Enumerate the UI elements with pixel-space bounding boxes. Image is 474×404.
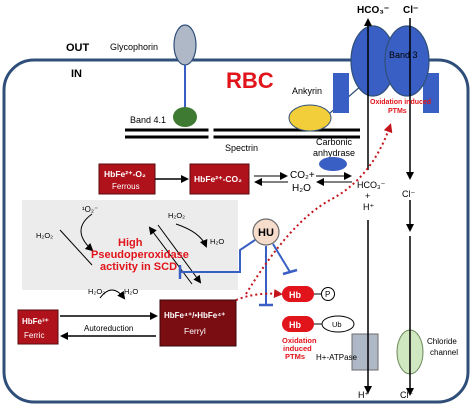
high-line-2: Pseudoperoxidase [91, 249, 189, 261]
ankyrin-protein [288, 104, 332, 132]
h2o2-d-label: H₂O₂ [88, 287, 105, 296]
ferryl-box [159, 299, 237, 347]
co2-label: CO₂+ [290, 170, 315, 181]
carbonic-label-1: Carbonic [316, 137, 353, 147]
ox-ptm-bot-3: PTMs [285, 352, 305, 361]
rbc-title: RBC [226, 68, 274, 93]
hco3-top-label: HCO₃⁻ [357, 5, 389, 16]
ox-ptm-bot-2: induced [283, 344, 312, 353]
h-atpase-label: H+-ATPase [316, 353, 358, 362]
cell-membrane [2, 58, 470, 404]
ferryl-name: Ferryl [184, 326, 206, 336]
ferric-name: Ferric [24, 331, 44, 340]
ox-ptm-top-2: PTMs [388, 108, 407, 115]
carbonic-anhydrase [319, 157, 347, 171]
high-line-1: High [118, 237, 143, 249]
cl-bot-label: Cl⁻ [400, 390, 413, 400]
h2o-label: H₂O [292, 183, 311, 194]
hco3-mid-label: HCO₃⁻ [357, 180, 386, 190]
hb-p-pill [282, 286, 314, 302]
ferrous-name: Ferrous [112, 182, 140, 191]
hu-inhibit-bar-3 [282, 268, 298, 276]
band41-protein [173, 107, 197, 127]
ros-diagonal [59, 229, 93, 266]
hu-inhibit-diag [272, 243, 291, 273]
peroxide-arc [175, 223, 208, 248]
hplus-bot-label: H⁺ [358, 390, 369, 400]
h2o-c-label: H₂O [210, 237, 224, 246]
h2o2-a-label: H₂O₂ [36, 231, 53, 240]
ptm-dotted-to-band3 [245, 123, 393, 295]
ferryl-formula: HbFe⁴⁺/•HbFe⁴⁺ [164, 311, 225, 320]
ankyrin-label: Ankyrin [292, 86, 322, 96]
hu-circle [252, 218, 280, 246]
ros-arc-left [80, 213, 94, 252]
h2o-e-label: H₂O [124, 287, 138, 296]
h2o2-b-label: H₂O₂ [168, 211, 185, 220]
peroxide-arrow-up [148, 226, 193, 285]
autoreduction-label: Autoreduction [84, 324, 133, 333]
in-label: IN [71, 68, 82, 80]
phospho-circle [321, 287, 335, 301]
band3-side-right [423, 73, 439, 113]
ubiquitin-label: Ub [332, 320, 342, 329]
hbfe-co2-box [189, 163, 250, 195]
chloride-label-2: channel [430, 348, 458, 357]
hu-label: HU [258, 227, 274, 239]
h-atpase-protein [351, 333, 379, 371]
spectrin-label: Spectrin [225, 143, 258, 153]
band3-label: Band 3 [389, 50, 418, 60]
o2-minus-label: ¹O₂⁻ [82, 205, 98, 214]
hplus-mid-label: H⁺ [363, 202, 374, 212]
ox-ptm-top-1: Oxidation induced [370, 99, 431, 106]
ubiquitin-oval [321, 315, 355, 333]
ferric-formula: HbFe³⁺ [22, 317, 49, 326]
band3-side-left [333, 73, 349, 113]
band41-label: Band 4.1 [130, 115, 166, 125]
ox-ptm-bot-1: Oxidation [282, 336, 317, 345]
glycophorin-label: Glycophorin [110, 42, 158, 52]
phospho-label: P [325, 290, 330, 299]
glycophorin-protein [173, 24, 197, 66]
out-label: OUT [66, 42, 90, 54]
hb-ub-pill [282, 316, 314, 332]
cl-mid-label: Cl⁻ [402, 189, 415, 199]
ferrous-formula: HbFe²⁺-O₂ [104, 169, 146, 179]
plus-label: + [365, 191, 370, 201]
hbfe-co2-formula: HbFe²⁺-CO₂ [194, 174, 242, 184]
cl-top-label: Cl⁻ [403, 5, 418, 16]
carbonic-label-2: anhydrase [313, 148, 355, 158]
band3-right [384, 25, 430, 97]
chloride-label-1: Chloride [427, 337, 457, 346]
high-line-3: activity in SCD [100, 261, 177, 273]
hb-p-label: Hb [289, 290, 301, 300]
ptm-dotted-to-hb [235, 289, 283, 301]
ferric-box [17, 309, 59, 345]
hb-ub-label: Hb [289, 320, 301, 330]
hu-inhibit-panel [180, 239, 256, 273]
ferric-arc [99, 289, 126, 300]
